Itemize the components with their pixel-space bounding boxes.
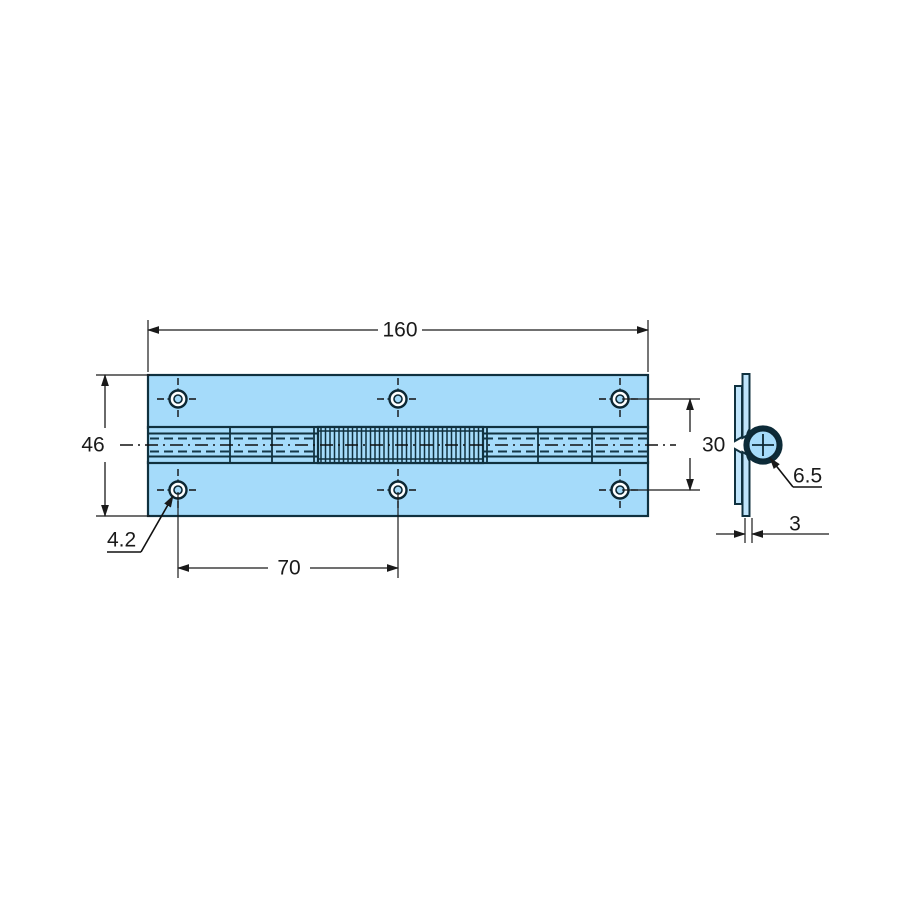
dimension-plate-thickness: 3 (716, 513, 829, 543)
dimension-overall-length: 160 (147, 319, 649, 372)
callout-knuckle-diameter: 6.5 (769, 457, 822, 488)
front-view (120, 373, 676, 518)
screw-hole-top-3 (599, 378, 641, 420)
dimension-label-6-5: 6.5 (793, 465, 822, 488)
dimension-overall-width: 46 (81, 374, 150, 517)
dimension-hole-vertical-spacing: 30 (622, 398, 725, 491)
callout-hole-diameter: 4.2 (107, 495, 174, 553)
dimension-label-4-2: 4.2 (107, 529, 136, 552)
side-upper-inner-leaf (734, 385, 743, 443)
dimension-label-3: 3 (789, 513, 801, 536)
screw-hole-top-1 (157, 378, 199, 420)
side-knuckle-tail-upper (745, 429, 751, 444)
side-lower-outer-leaf (741, 450, 751, 517)
dimension-label-160: 160 (382, 319, 417, 342)
side-upper-outer-leaf (741, 373, 751, 440)
side-pin-crosshair (752, 434, 774, 456)
dimension-label-30: 30 (702, 434, 725, 457)
side-view (734, 373, 783, 517)
dimension-hole-horizontal-pitch: 70 (177, 492, 399, 580)
side-lower-inner-leaf (734, 447, 743, 505)
dimension-label-46: 46 (81, 434, 104, 457)
dimension-label-70: 70 (277, 557, 300, 580)
screw-hole-bottom-1 (157, 469, 199, 511)
barrel-hidden-lines-left (150, 437, 318, 453)
screw-hole-top-2 (377, 378, 419, 420)
screw-hole-bottom-2 (377, 469, 419, 511)
side-knuckle-tail-lower (745, 446, 751, 461)
